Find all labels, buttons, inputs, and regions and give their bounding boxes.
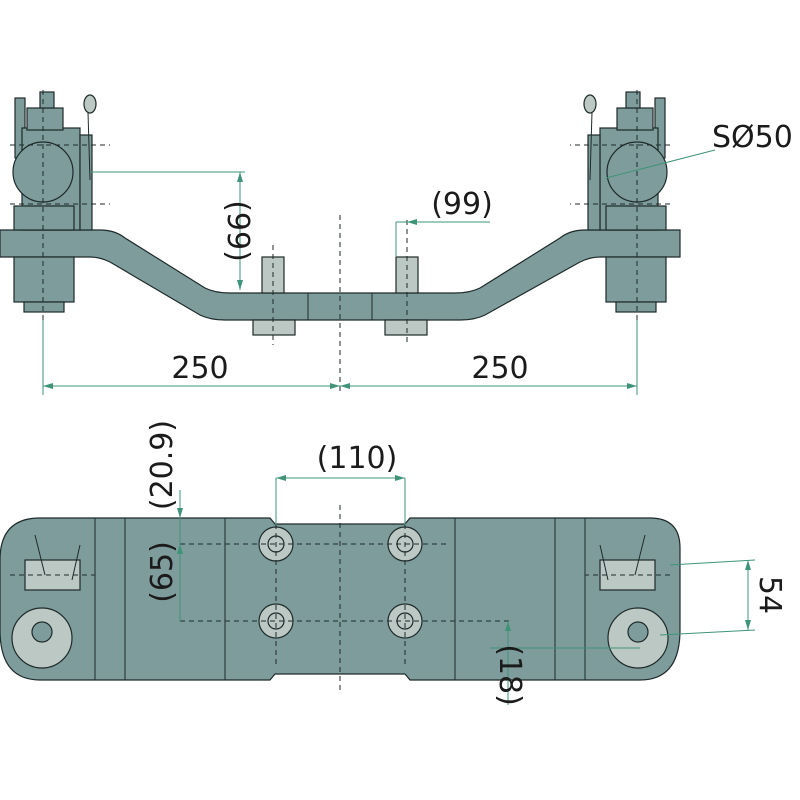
edge-offset-dimension: (20.9) — [145, 420, 180, 510]
bottom-dimensions — [177, 475, 756, 705]
bottom-centerlines — [180, 505, 510, 690]
ball-offset-dimension: 54 — [752, 576, 787, 614]
lower-offset-dimension: (18) — [492, 644, 527, 706]
top-dimensions — [42, 149, 716, 395]
ball-joint-right — [570, 90, 670, 320]
drawbar — [0, 229, 681, 321]
ball-joint-left — [10, 90, 110, 320]
plate-edges — [94, 518, 586, 680]
span-right-dimension: 250 — [471, 351, 528, 386]
nut-left — [252, 319, 296, 336]
ball-diameter-label: SØ50 — [712, 120, 793, 155]
ball-socket-right — [585, 534, 670, 669]
ball-socket-left — [10, 534, 95, 669]
span-left-dimension: 250 — [171, 351, 228, 386]
nut-right — [384, 319, 428, 336]
bolt-spacing-dimension: (110) — [317, 441, 398, 476]
bottom-view: (110) (20.9) (65) (18) 54 — [0, 420, 787, 706]
bolt-pitch-dimension: (65) — [145, 541, 180, 603]
top-view: (99) (99) SØ50 250 250 — [0, 90, 793, 395]
height-dimension: (99) — [220, 200, 255, 262]
pin-offset-dimension: (99) — [431, 187, 493, 222]
